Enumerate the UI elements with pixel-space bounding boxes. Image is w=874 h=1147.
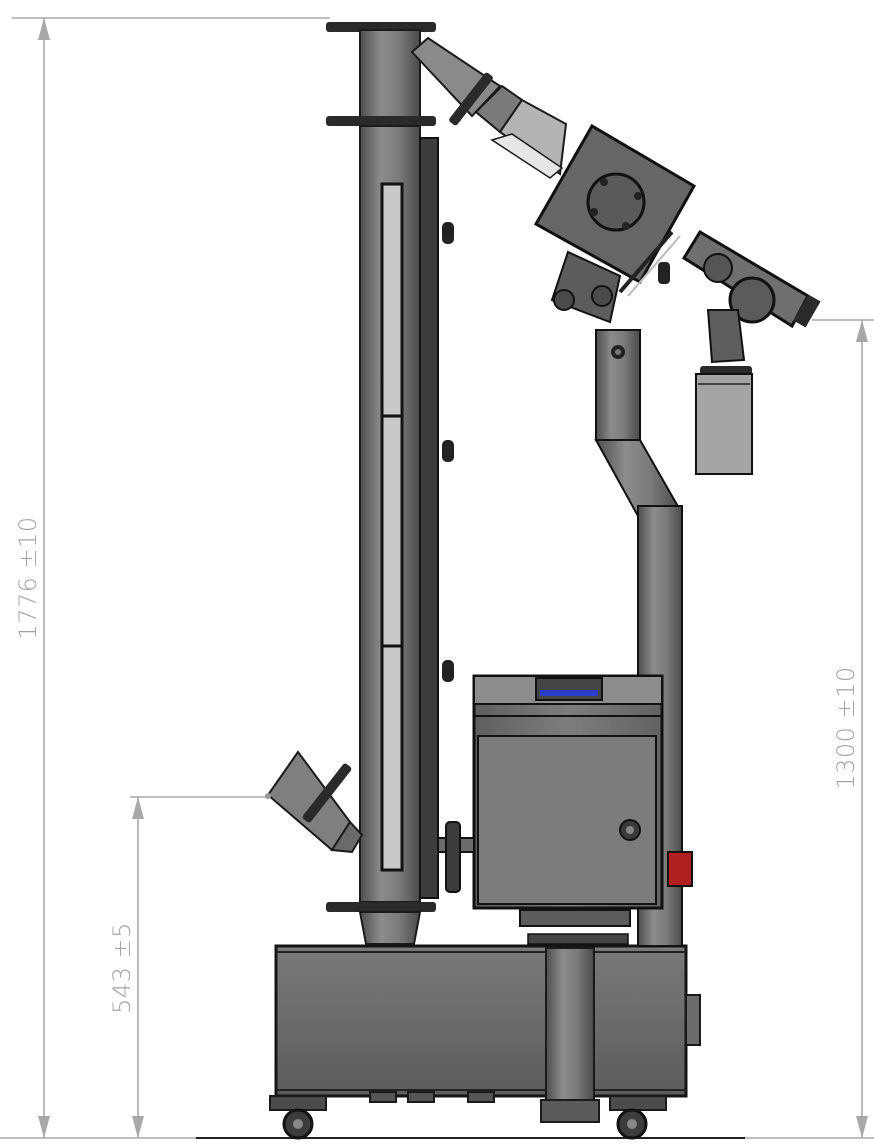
dimension-outlet-height: 1300 ±10: [812, 319, 874, 1138]
inlet-port: [265, 750, 364, 854]
caster-right: [609, 1095, 667, 1140]
separator-box: [533, 123, 697, 324]
discharge-arm: [658, 229, 821, 475]
dimension-label-overall: 1776 ±10: [14, 516, 42, 639]
caster-left: [269, 1095, 327, 1140]
power-switch-icon: [667, 851, 693, 887]
upper-elbow: [410, 36, 568, 179]
dimension-inlet-height: 543 ±5: [108, 796, 270, 1138]
dimension-label-outlet: 1300 ±10: [832, 666, 860, 789]
motor-icon: [728, 276, 776, 324]
dimension-label-inlet: 543 ±5: [108, 922, 136, 1014]
control-cabinet: [437, 674, 693, 945]
inspection-port-icon: [586, 172, 646, 232]
collection-container: [695, 373, 753, 475]
base-frame: [274, 944, 701, 1123]
display-panel: [540, 690, 598, 696]
dimension-overall-height: 1776 ±10: [12, 17, 330, 1138]
main-column: [326, 22, 454, 945]
